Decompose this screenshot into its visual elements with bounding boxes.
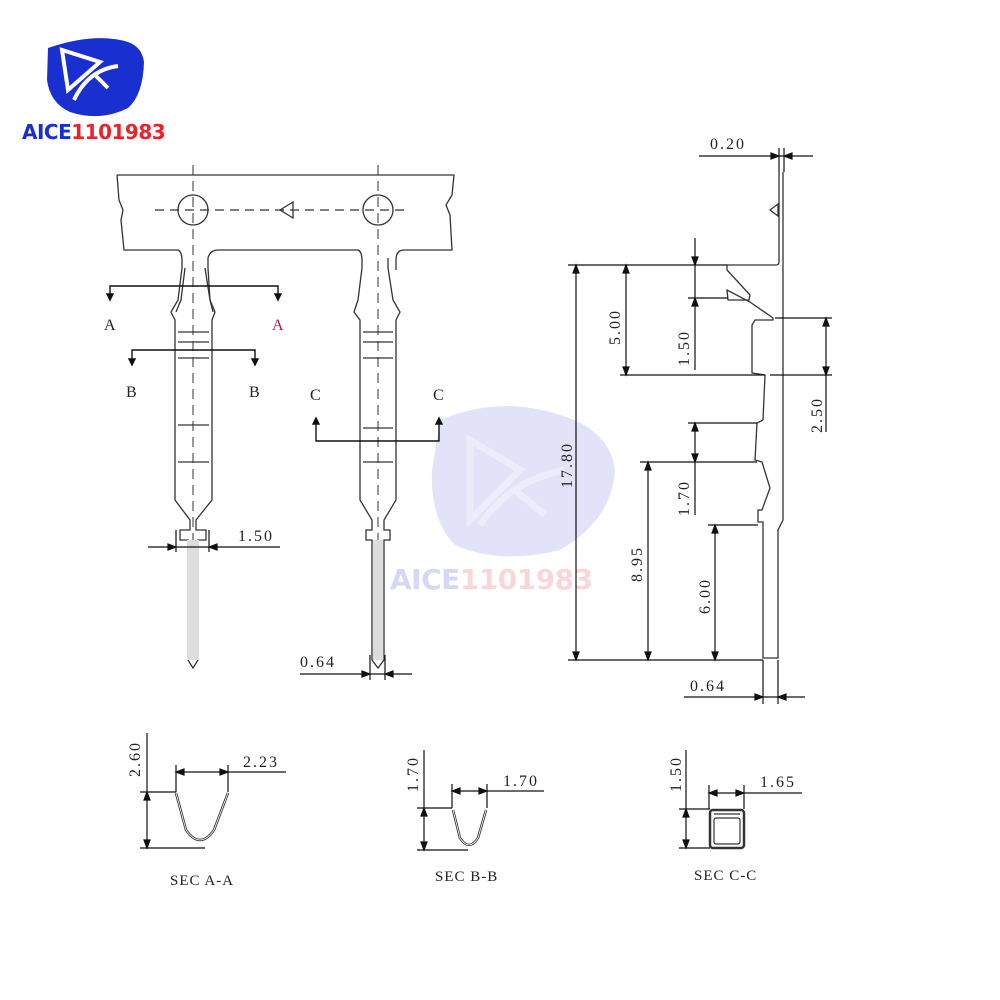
brand-logo-icon xyxy=(47,38,144,117)
section-marker-b-right: B xyxy=(249,384,262,401)
dim-tip-width: 0.64 xyxy=(300,654,336,671)
section-marker-b-left: B xyxy=(126,384,139,401)
dim-crimp-length: 5.00 xyxy=(607,309,624,345)
dim-insulation-barb: 1.50 xyxy=(676,330,693,366)
dim-pin-length: 6.00 xyxy=(697,578,714,614)
sec-aa-width: 2.23 xyxy=(243,754,279,771)
section-marker-c-right: C xyxy=(433,387,446,404)
dim-thickness: 0.20 xyxy=(710,136,746,153)
sec-aa-height: 2.60 xyxy=(127,741,144,777)
section-marker-a-left: A xyxy=(104,317,118,334)
section-marker-c-left: C xyxy=(310,387,323,404)
dim-pin-width-side: 0.64 xyxy=(690,678,726,695)
sec-cc-width: 1.65 xyxy=(760,774,796,791)
brand-logo-text: AICE1101983 xyxy=(22,120,166,144)
sec-cc-height: 1.50 xyxy=(668,756,685,792)
sec-cc-title: SEC C-C xyxy=(694,868,758,884)
dim-pin-width: 1.50 xyxy=(238,528,274,545)
section-marker-a-right: A xyxy=(272,317,286,334)
dim-pin-from-shoulder: 8.95 xyxy=(629,546,646,582)
dim-total-length: 17.80 xyxy=(559,442,576,488)
watermark-text: AICE1101983 xyxy=(390,563,593,596)
dim-contact-box: 2.50 xyxy=(809,397,826,433)
sec-aa-title: SEC A-A xyxy=(170,873,235,889)
dim-lance-gap: 1.70 xyxy=(676,480,693,516)
sec-bb-title: SEC B-B xyxy=(435,869,499,885)
sec-bb-height: 1.70 xyxy=(405,756,422,792)
sec-bb-width: 1.70 xyxy=(503,773,539,790)
